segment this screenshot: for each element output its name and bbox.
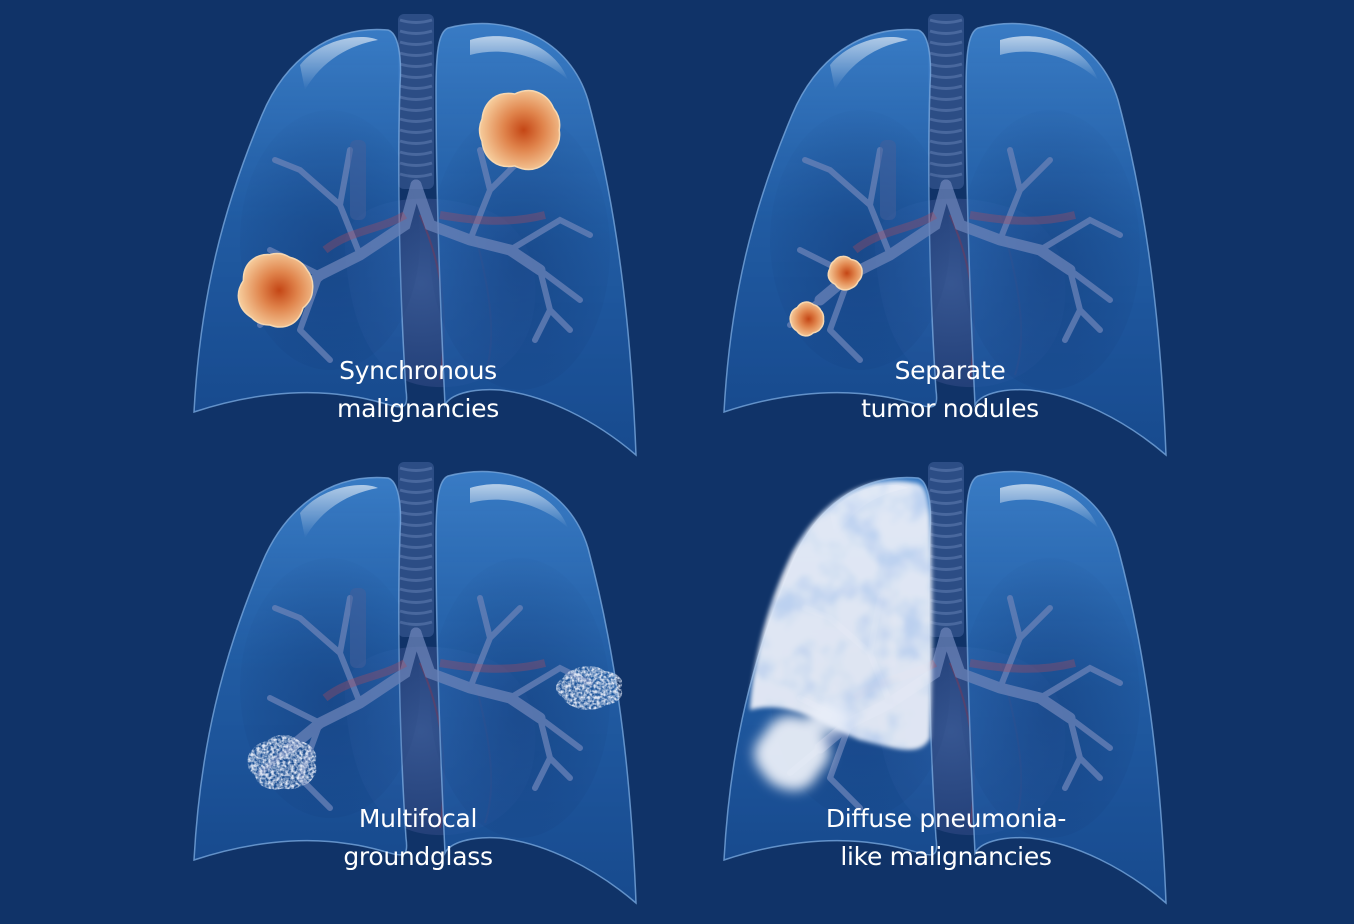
trachea <box>928 462 964 637</box>
panel-diffuse <box>723 462 1167 905</box>
trachea <box>398 462 434 637</box>
caption-multifocal-groundglass: Multifocal groundglass <box>268 800 568 876</box>
vena-cava <box>350 140 366 220</box>
left-lung-highlight <box>1000 36 1098 80</box>
groundglass-opacity-left <box>247 734 317 790</box>
vena-cava <box>880 140 896 220</box>
caption-line: Multifocal <box>358 804 478 833</box>
caption-synchronous-malignancies: Synchronous malignancies <box>268 352 568 428</box>
trachea <box>398 14 434 189</box>
nodule-lower <box>789 301 825 337</box>
right-lung-highlight <box>300 485 378 538</box>
pulmonary-artery <box>322 659 546 702</box>
consolidation-lower-patch <box>754 702 852 791</box>
panel-separate <box>723 14 1167 457</box>
left-lung-highlight <box>1000 484 1098 528</box>
trachea <box>928 14 964 189</box>
vena-cava <box>350 588 366 668</box>
tumor-left-upper-lobe <box>478 89 561 171</box>
panel-multifocal <box>193 462 637 905</box>
caption-separate-tumor-nodules: Separate tumor nodules <box>800 352 1100 428</box>
caption-line: Separate <box>894 356 1006 385</box>
panel-synchronous <box>193 14 637 457</box>
caption-line: Diffuse pneumonia- <box>825 804 1067 833</box>
caption-line: tumor nodules <box>861 394 1039 423</box>
right-lung-highlight <box>830 37 908 90</box>
left-lung-highlight <box>470 484 568 528</box>
tumor-right-lower-lobe <box>237 252 314 328</box>
caption-diffuse-pneumonia-like: Diffuse pneumonia- like malignancies <box>796 800 1096 876</box>
consolidation-upper-lobe <box>750 481 933 750</box>
pulmonary-artery <box>322 211 546 254</box>
groundglass-opacity-right <box>555 666 623 710</box>
caption-line: groundglass <box>343 842 493 871</box>
pulmonary-artery <box>852 211 1076 254</box>
left-lung-highlight <box>470 36 568 80</box>
caption-line: Synchronous <box>339 356 497 385</box>
caption-line: malignancies <box>337 394 499 423</box>
right-lung-highlight <box>300 37 378 90</box>
nodule-upper <box>827 255 863 291</box>
caption-line: like malignancies <box>840 842 1052 871</box>
